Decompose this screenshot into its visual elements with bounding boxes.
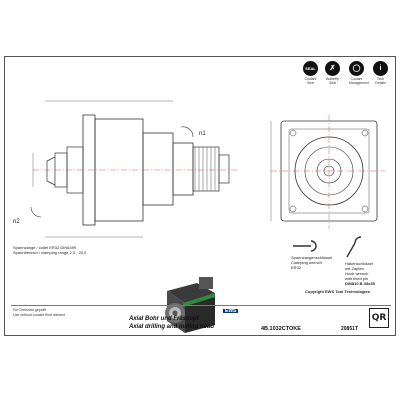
butterfly-seal-icon: ✗ Butterfly Seal — [325, 61, 340, 85]
hook-wrench-text: Hakenschlüssel mit Zapfen Hook wrench wi… — [345, 261, 393, 286]
side-view-drawing — [30, 100, 238, 238]
title-de: Axial Bohr und Fräskopf — [129, 316, 199, 322]
collet-spec: Spannzange / collet ER32 DIN6499 Spannbe… — [13, 245, 86, 255]
title-block-note-2: Use without coolant fluid allowed — [13, 313, 66, 317]
product-render — [165, 277, 215, 333]
clamping-wrench-title-de: Spannzangenschlüssel — [291, 255, 333, 260]
coolant-seal-glyph: SEAL — [303, 61, 318, 76]
tech-details-icon: i Tech Details — [373, 61, 388, 85]
feature-icons: SEAL Coolant Seal ✗ Butterfly Seal ◯ Coo… — [303, 61, 389, 91]
clamping-wrench-title-en: Clamping wrench — [291, 260, 322, 265]
coolant-management-icon: ◯ Coolant Management — [349, 61, 369, 85]
ews-logo: EWS — [223, 308, 239, 314]
collet-spec-line-1: Spannzange / collet ER32 DIN6499 — [13, 245, 77, 250]
collet-spec-line-2: Spannbereich / clamping range 2,0 - 20,0 — [13, 250, 87, 255]
tech-details-label: Tech Details — [375, 77, 386, 85]
hook-wrench-title-de-2: mit Zapfen — [345, 266, 364, 271]
clamping-wrench-icon — [293, 240, 317, 252]
coolant-seal-icon: SEAL Coolant Seal — [303, 61, 318, 85]
butterfly-seal-glyph: ✗ — [325, 61, 340, 76]
tech-details-glyph: i — [373, 61, 388, 76]
hook-wrench-icon — [346, 236, 362, 258]
clamping-wrench-text: Spannzangenschlüssel Clamping wrench ER3… — [291, 255, 341, 270]
coolant-management-glyph: ◯ — [349, 61, 364, 76]
title-en: Axial drilling and milling head — [129, 324, 215, 330]
rotation-n2-label: n2 — [13, 219, 20, 225]
coolant-seal-label: Coolant Seal — [304, 77, 317, 85]
hook-wrench-title-de: Hakenschlüssel — [345, 261, 374, 266]
butterfly-seal-label: Butterfly Seal — [326, 77, 339, 85]
qr-code: QR — [369, 308, 389, 328]
article-code: 4B.1032CTOKE — [261, 326, 301, 332]
drawing-sheet: SEAL Coolant Seal ✗ Butterfly Seal ◯ Coo… — [4, 56, 396, 336]
title-block-note: Für Drehzahl gepräft — [13, 308, 46, 312]
clamping-wrench-size: ER32 — [291, 265, 302, 270]
coolant-management-label: Coolant Management — [349, 77, 369, 85]
title-block: Für Drehzahl gepräft Use without coolant… — [11, 305, 391, 336]
copyright: Copyright EWS Tool Technologies — [305, 289, 370, 294]
hook-wrench-title-en: Hook wrench — [345, 271, 369, 276]
hook-wrench-title-en-2: with fixed pin — [345, 276, 369, 281]
rotation-n1-label: n1 — [199, 131, 206, 137]
hook-wrench-size: DIN810 B 45x35 — [345, 281, 375, 286]
front-view-drawing — [270, 115, 385, 229]
drawing-number: 20851T — [341, 326, 358, 332]
